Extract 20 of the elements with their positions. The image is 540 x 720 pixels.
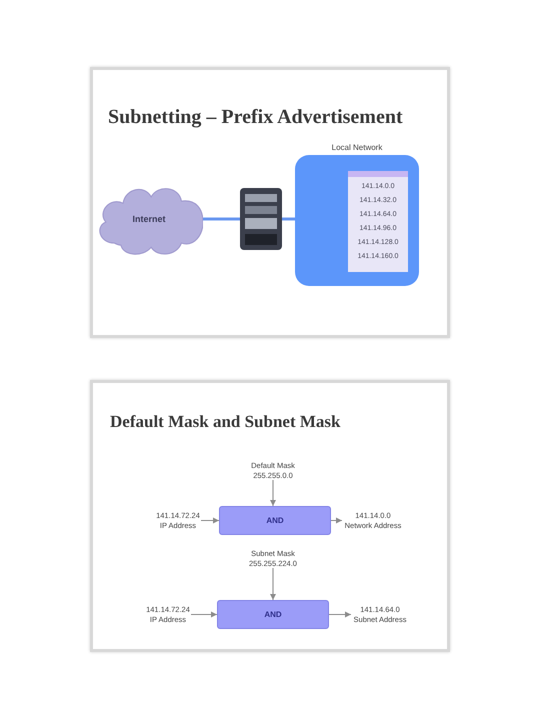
operation-label: AND (266, 514, 284, 526)
network-heading: Local Network (332, 143, 382, 153)
arrow (328, 612, 352, 618)
connector-line (282, 218, 295, 220)
arrow (200, 518, 220, 524)
operation-label: AND (264, 608, 282, 620)
address-table (348, 171, 408, 272)
slide-title: Default Mask and Subnet Mask (110, 411, 340, 433)
arrow (330, 518, 342, 524)
arrow (270, 480, 276, 506)
cloud-label: Internet (132, 213, 166, 226)
operation-box (219, 506, 331, 535)
network-device-icon (240, 188, 282, 250)
operation-box (217, 600, 329, 629)
connector-line (203, 218, 240, 220)
slide-title: Subnetting – Prefix Advertisement (108, 105, 403, 130)
slide-frame (90, 380, 450, 652)
arrow (270, 568, 276, 600)
arrow (190, 612, 218, 618)
slide-frame (90, 67, 450, 338)
